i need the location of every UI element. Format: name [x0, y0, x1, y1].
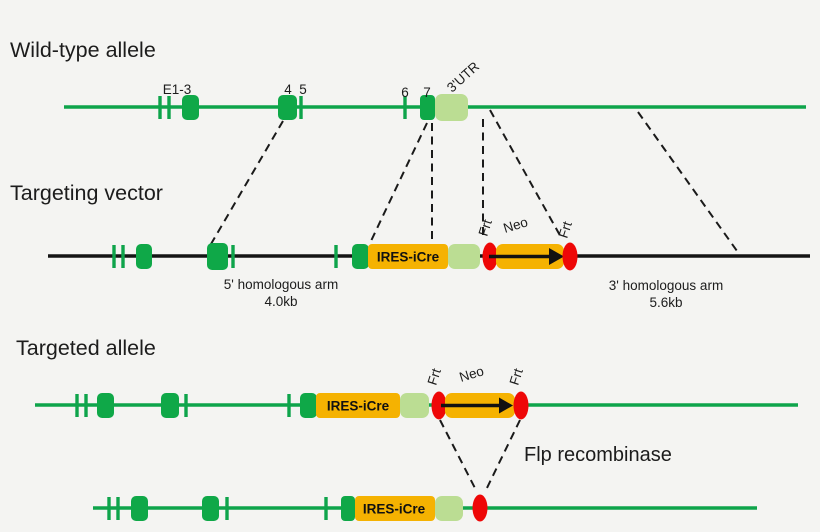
targeting-vector-title: Targeting vector — [10, 181, 163, 205]
utr-box — [400, 393, 429, 418]
ires-icre-box — [368, 244, 448, 269]
targeted-allele-title: Targeted allele — [16, 336, 156, 360]
exon7-box — [352, 244, 369, 269]
exon-box — [202, 496, 219, 521]
exon-box — [131, 496, 148, 521]
exon-box — [136, 244, 152, 269]
arm5-label: 5' homologous arm — [224, 277, 338, 292]
wild-type-allele-row: Wild-type allele E1-3 4 5 6 7 3'UTR — [10, 38, 806, 121]
exon-5-label: 5 — [299, 82, 307, 97]
dashed-line — [637, 111, 738, 252]
utr-label: 3'UTR — [444, 59, 482, 96]
neo-label: Neo — [501, 214, 529, 236]
frt-left-label: Frt — [425, 366, 444, 387]
ires-icre-label: IRES-iCre — [377, 250, 440, 265]
ires-icre-label: IRES-iCre — [363, 502, 426, 517]
exon7-box — [420, 95, 435, 120]
wild-type-title: Wild-type allele — [10, 38, 156, 62]
exon-4-label: 4 — [284, 82, 292, 97]
dashed-line — [484, 419, 521, 493]
utr-box — [435, 496, 463, 521]
exon-6-label: 6 — [401, 85, 409, 100]
homology-dashed-lines — [210, 109, 738, 252]
exon7-box — [300, 393, 317, 418]
exon4-box — [278, 95, 297, 120]
frt-site-right — [513, 391, 529, 420]
exon-box — [182, 95, 199, 120]
exon-box — [97, 393, 114, 418]
frt-site-right — [562, 242, 578, 271]
neo-arrowhead — [549, 248, 564, 265]
flp-excision-dashed-lines — [439, 419, 521, 493]
arm3-size-label: 5.6kb — [649, 295, 682, 310]
utr-box — [448, 244, 480, 269]
utr-box — [435, 94, 468, 121]
residual-frt-site — [472, 494, 488, 522]
frt-site-left — [431, 391, 447, 420]
neo-label: Neo — [457, 363, 485, 385]
flp-recombinase-label: Flp recombinase — [524, 444, 672, 466]
exon-box — [207, 243, 228, 270]
dashed-line — [489, 109, 563, 240]
ires-icre-box — [316, 393, 400, 418]
exon7-box — [341, 496, 355, 521]
dashed-line — [439, 419, 478, 493]
frt-left-label: Frt — [476, 217, 495, 238]
exon-7-label: 7 — [423, 85, 431, 100]
ires-icre-box — [355, 496, 435, 521]
frt-right-label: Frt — [507, 366, 526, 387]
arm5-size-label: 4.0kb — [264, 294, 297, 309]
frt-right-label: Frt — [556, 219, 575, 240]
final-allele-row: IRES-iCre Flp recombinase — [93, 444, 757, 522]
dashed-line — [210, 120, 284, 245]
dashed-line — [370, 122, 428, 242]
targeting-vector-row: Targeting vector IRES-iCre Frt Neo Frt 5… — [10, 181, 810, 310]
targeted-allele-row: Targeted allele IRES-iCre Frt Neo Frt — [16, 336, 798, 420]
arm3-label: 3' homologous arm — [609, 278, 723, 293]
ires-icre-label: IRES-iCre — [327, 399, 390, 414]
neo-arrowhead — [499, 397, 513, 414]
exon-e13-label: E1-3 — [163, 82, 192, 97]
exon-box — [161, 393, 179, 418]
